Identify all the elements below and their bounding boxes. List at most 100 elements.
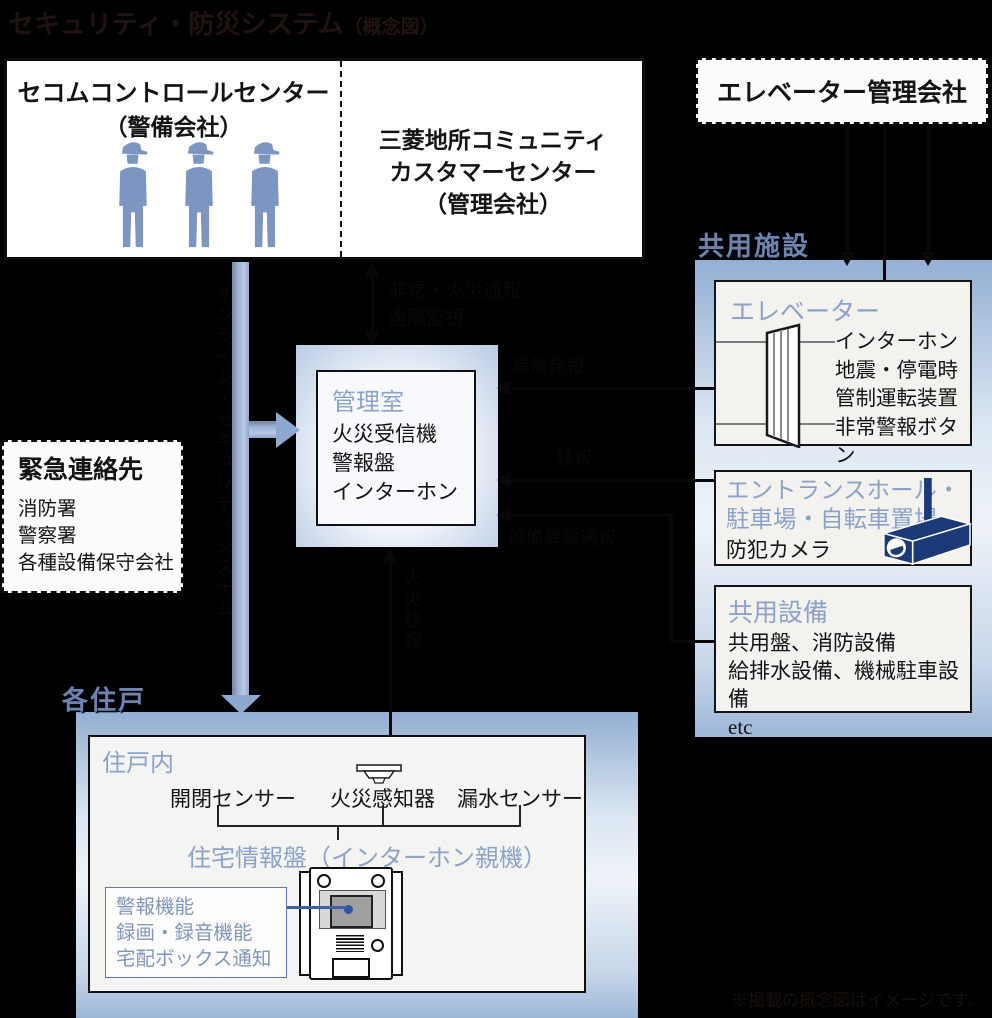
bracket-line <box>337 827 339 840</box>
intercom-feature: 警報機能 <box>116 897 195 918</box>
connector-line <box>500 387 714 390</box>
page-title: セキュリティ・防災システム （概念図） <box>8 4 439 41</box>
guard-icon <box>185 142 214 248</box>
down-arrow-icon <box>839 252 855 266</box>
elevator-company-box: エレベーター管理会社 <box>696 58 988 124</box>
smoke-detector-icon <box>356 764 402 784</box>
down-arrow-icon <box>920 252 936 266</box>
footnote: ※掲載の概念図はイメージです。 <box>731 991 984 1010</box>
section-divider <box>340 61 342 257</box>
bracket-line <box>217 805 219 825</box>
residence-box: 住戸内 開閉センサー 火災感知器 漏水センサー 住宅情報盤（インターホン親機） <box>88 735 586 993</box>
connector-label: 火災移報 <box>402 568 422 652</box>
down-arrow-icon <box>221 695 261 714</box>
elevator-door-icon <box>716 323 835 448</box>
sensor-open-close: 開閉センサー <box>170 787 296 811</box>
connector-label-line: 遠隔監視 <box>388 308 465 329</box>
elevator-company-title: エレベーター管理会社 <box>716 80 967 107</box>
facilities-box-title: 共用設備 <box>728 600 829 627</box>
emergency-contact: 消防署 <box>18 499 77 520</box>
connector-line <box>883 126 886 282</box>
elevator-feature: 非常警報ボタン <box>835 416 958 468</box>
secom-subtitle: （警備会社） <box>104 115 243 140</box>
page-title-main: セキュリティ・防災システム <box>8 9 344 39</box>
connector-label-line: 非常・火災通報 <box>388 281 522 302</box>
intercom-feature-callout: 警報機能 録画・録音機能 宅配ボックス通知 <box>105 887 287 978</box>
down-arrow-icon <box>364 331 380 345</box>
entrance-item: 防犯カメラ <box>726 538 831 562</box>
up-arrow-icon <box>364 263 380 277</box>
connector-line <box>371 262 374 345</box>
emergency-contacts-box: 緊急連絡先 消防署 警察署 各種設備保守会社 <box>2 440 183 593</box>
online-security-label: オンライン・セキュリティシステム <box>214 284 234 620</box>
up-arrow-icon <box>382 549 398 563</box>
guard-icon <box>251 142 280 248</box>
elevator-feature-list: インターホン 地震・停電時 管制運転装置 非常警報ボタン <box>835 328 970 471</box>
intercom-feature: 宅配ボックス通知 <box>116 949 272 970</box>
secom-section: セコムコントロールセンター （警備会社） <box>7 73 340 142</box>
intercom-speaker-grille <box>336 935 364 952</box>
common-area-label: 共用施設 <box>698 232 811 261</box>
facilities-box: 共用設備 共用盤、消防設備 給排水設備、機械駐車設備 etc <box>714 585 972 739</box>
emergency-contact: 警察署 <box>18 526 77 547</box>
guard-icon <box>119 142 148 248</box>
management-line1: 三菱地所コミュニティ <box>378 128 608 153</box>
emergency-contact: 各種設備保守会社 <box>18 553 175 574</box>
connector-line <box>500 514 672 517</box>
left-arrow-icon <box>497 380 511 396</box>
connector-label: 設備異常通報 <box>508 528 616 548</box>
emergency-contacts-list: 消防署 警察署 各種設備保守会社 <box>18 496 174 577</box>
elevator-box-title: エレベーター <box>730 299 881 326</box>
security-camera-icon <box>881 478 973 566</box>
control-room-item: 火災受信機 <box>332 422 437 446</box>
callout-dot <box>344 905 353 914</box>
intercom-button <box>332 958 370 978</box>
connector-label: 非常・火災通報 遠隔監視 <box>388 278 521 332</box>
management-line3: （管理会社） <box>424 192 562 217</box>
intercom-screw <box>317 874 331 888</box>
online-security-branch <box>249 421 277 438</box>
secom-management-box: セコムコントロールセンター （警備会社） 三菱地所コミュニティ カスタマーセンタ… <box>4 58 645 260</box>
control-room-box: 管理室 火災受信機 警報盤 インターホン <box>316 370 476 526</box>
connector-line <box>846 126 849 254</box>
management-line2: カスタマーセンター <box>389 160 597 185</box>
facilities-list: 共用盤、消防設備 給排水設備、機械駐車設備 etc <box>728 629 970 741</box>
bracket-line <box>382 805 384 825</box>
residence-area-label: 各住戸 <box>62 686 147 715</box>
connector-line <box>927 126 930 254</box>
left-arrow-icon <box>497 472 511 488</box>
connector-label: 異常発報 <box>512 356 584 376</box>
right-arrow-icon <box>276 412 300 448</box>
bracket-line <box>217 825 521 827</box>
online-security-line <box>232 262 249 695</box>
intercom-screw <box>371 874 385 888</box>
control-room-title: 管理室 <box>332 390 404 416</box>
elevator-feature: インターホン <box>835 331 958 353</box>
facilities-item: 給排水設備、機械駐車設備 <box>728 659 959 711</box>
entrance-box: エントランスホール・ 駐車場・自転車置場 防犯カメラ <box>714 470 973 566</box>
connector-line <box>670 640 714 643</box>
entrance-box-title: エントランスホール・ 駐車場・自転車置場 <box>726 477 961 535</box>
control-room-item: 警報盤 <box>332 451 395 475</box>
page-title-sub: （概念図） <box>343 17 439 38</box>
elevator-feature: 地震・停電時 <box>835 359 958 382</box>
connector-label: 移報 <box>556 448 592 468</box>
elevator-feature: 管制運転装置 <box>835 388 958 410</box>
intercom-panel-icon <box>299 867 403 980</box>
facilities-item: etc <box>728 715 753 739</box>
intercom-button-round <box>371 939 384 952</box>
bracket-line <box>519 805 521 825</box>
residence-title: 住戸内 <box>102 751 174 777</box>
control-room-list: 火災受信機 警報盤 インターホン <box>332 420 458 507</box>
connector-line <box>500 479 714 482</box>
facilities-item: 共用盤、消防設備 <box>728 631 896 655</box>
callout-line <box>287 906 347 909</box>
secom-title: セコムコントロールセンター <box>17 81 330 107</box>
entrance-title-line1: エントランスホール・ <box>726 478 961 504</box>
connector-line <box>670 514 673 642</box>
elevator-box: エレベーター インターホン 地震・停電時 管制運転装置 非常警報ボタン <box>714 280 972 467</box>
management-section: 三菱地所コミュニティ カスタマーセンター （管理会社） <box>343 125 643 221</box>
control-room-item: インターホン <box>332 480 458 504</box>
connector-line <box>389 550 392 735</box>
guards-row <box>112 139 286 249</box>
